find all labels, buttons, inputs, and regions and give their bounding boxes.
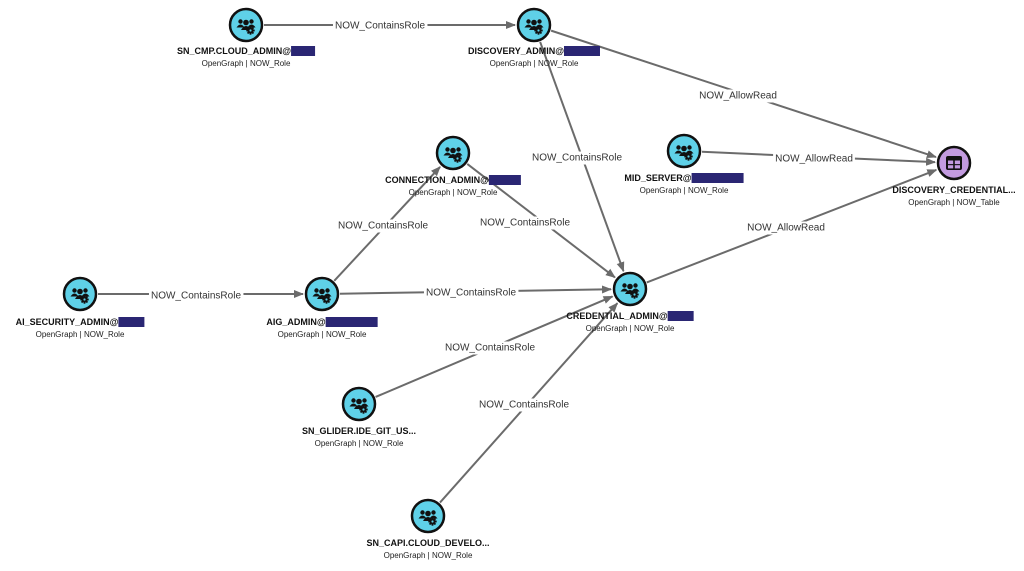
- edge-label: NOW_ContainsRole: [335, 21, 425, 32]
- node-label: AI_SECURITY_ADMIN@: [16, 317, 119, 327]
- node-mid[interactable]: MID_SERVER@ OpenGraph | NOW_Role: [624, 133, 744, 195]
- edge-label-background: [442, 341, 538, 355]
- node-disc[interactable]: DISCOVERY_ADMIN@ OpenGraph | NOW_Role: [468, 7, 600, 68]
- node-label: MID_SERVER@: [624, 173, 691, 183]
- node-label: SN_GLIDER.IDE_GIT_US...: [302, 426, 416, 436]
- redaction-block: [325, 317, 378, 327]
- edge-label: NOW_ContainsRole: [445, 343, 535, 354]
- role-group-icon: [674, 145, 694, 161]
- node-label: SN_CAPI.CLOUD_DEVELO...: [366, 538, 489, 548]
- node-cred[interactable]: CREDENTIAL_ADMIN@ OpenGraph | NOW_Role: [566, 271, 694, 333]
- node-label: DISCOVERY_ADMIN@: [468, 46, 564, 56]
- edge-label-background: [773, 152, 855, 166]
- role-group-icon: [236, 19, 256, 35]
- node-sublabel: OpenGraph | NOW_Role: [202, 59, 291, 68]
- node-sublabel: OpenGraph | NOW_Role: [409, 188, 498, 197]
- edge-label: NOW_AllowRead: [747, 223, 825, 234]
- edge-cmp-disc[interactable]: NOW_ContainsRole: [264, 19, 516, 33]
- edge-label: NOW_ContainsRole: [151, 291, 241, 302]
- redaction-block: [488, 175, 521, 185]
- edge-label: NOW_ContainsRole: [426, 288, 516, 299]
- role-group-icon: [70, 288, 90, 304]
- edge-label-background: [476, 398, 572, 412]
- node-label: CREDENTIAL_ADMIN@: [566, 311, 668, 321]
- edges-layer: NOW_ContainsRoleNOW_AllowReadNOW_Contain…: [98, 19, 938, 504]
- table-icon: [946, 156, 962, 170]
- edge-disc-cred[interactable]: NOW_ContainsRole: [529, 41, 625, 273]
- node-sublabel: OpenGraph | NOW_Role: [640, 186, 729, 195]
- edge-label: NOW_ContainsRole: [532, 153, 622, 164]
- edge-label: NOW_ContainsRole: [480, 218, 570, 229]
- edge-label-background: [529, 151, 625, 165]
- edge-disc-dcred[interactable]: NOW_AllowRead: [550, 29, 937, 159]
- edge-label-background: [477, 216, 573, 230]
- node-conn[interactable]: CONNECTION_ADMIN@ OpenGraph | NOW_Role: [385, 135, 521, 197]
- edge-cred-dcred[interactable]: NOW_AllowRead: [646, 168, 938, 284]
- node-label: SN_CMP.CLOUD_ADMIN@: [177, 46, 291, 56]
- edge-label-background: [335, 219, 431, 233]
- edge-label-background: [332, 19, 428, 33]
- role-group-icon: [524, 19, 544, 35]
- node-sublabel: OpenGraph | NOW_Table: [908, 198, 1000, 207]
- edge-label: NOW_AllowRead: [775, 154, 853, 165]
- redaction-block: [691, 173, 744, 183]
- node-aig[interactable]: AIG_ADMIN@ OpenGraph | NOW_Role: [266, 276, 378, 339]
- edge-mid-dcred[interactable]: NOW_AllowRead: [701, 150, 937, 166]
- node-dcred[interactable]: DISCOVERY_CREDENTIAL... OpenGraph | NOW_T…: [892, 145, 1016, 207]
- node-label: DISCOVERY_CREDENTIAL...: [892, 185, 1015, 195]
- edge-aisec-aig[interactable]: NOW_ContainsRole: [98, 289, 304, 303]
- edge-capi-cred[interactable]: NOW_ContainsRole: [439, 302, 619, 504]
- edge-label-background: [745, 221, 827, 235]
- node-sublabel: OpenGraph | NOW_Role: [490, 59, 579, 68]
- edge-label-background: [697, 89, 779, 103]
- role-group-icon: [418, 510, 438, 526]
- edge-label: NOW_ContainsRole: [338, 221, 428, 232]
- node-sublabel: OpenGraph | NOW_Role: [384, 551, 473, 560]
- node-sublabel: OpenGraph | NOW_Role: [586, 324, 675, 333]
- node-sublabel: OpenGraph | NOW_Role: [278, 330, 367, 339]
- node-capi[interactable]: SN_CAPI.CLOUD_DEVELO... OpenGraph | NOW_R…: [366, 498, 490, 560]
- node-cmp[interactable]: SN_CMP.CLOUD_ADMIN@ OpenGraph | NOW_Role: [177, 7, 316, 68]
- node-label: CONNECTION_ADMIN@: [385, 175, 489, 185]
- edge-glider-cred[interactable]: NOW_ContainsRole: [375, 295, 614, 398]
- node-sublabel: OpenGraph | NOW_Role: [315, 439, 404, 448]
- redaction-block: [291, 46, 316, 56]
- node-glider[interactable]: SN_GLIDER.IDE_GIT_US... OpenGraph | NOW_R…: [302, 386, 416, 448]
- redaction-block: [118, 317, 145, 327]
- role-group-icon: [620, 283, 640, 299]
- edge-aig-cred[interactable]: NOW_ContainsRole: [339, 285, 613, 300]
- edge-label-background: [423, 286, 519, 300]
- redaction-block: [667, 311, 694, 321]
- edge-label: NOW_AllowRead: [699, 91, 777, 102]
- node-sublabel: OpenGraph | NOW_Role: [36, 330, 125, 339]
- role-group-icon: [312, 288, 332, 304]
- node-aisec[interactable]: AI_SECURITY_ADMIN@ OpenGraph | NOW_Role: [16, 276, 145, 339]
- node-label: AIG_ADMIN@: [266, 317, 326, 327]
- role-group-icon: [443, 147, 463, 163]
- edge-label: NOW_ContainsRole: [479, 400, 569, 411]
- edge-aig-conn[interactable]: NOW_ContainsRole: [333, 166, 441, 282]
- edge-label-background: [148, 289, 244, 303]
- redaction-block: [563, 46, 600, 56]
- nodes-layer: SN_CMP.CLOUD_ADMIN@OpenGraph | NOW_RoleD…: [16, 7, 1016, 560]
- role-group-icon: [349, 398, 369, 414]
